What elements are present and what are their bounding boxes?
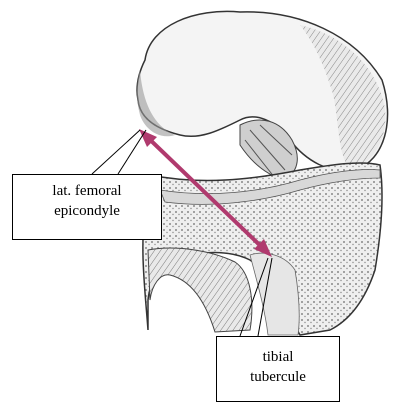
patellar-tendon [250,253,299,335]
tibial-tubercule-label: tibial tubercule [216,336,340,402]
lateral-femoral-epicondyle-label: lat. femoral epicondyle [12,174,162,240]
femoral-pointer [92,130,146,174]
tibial-label-line-2: tubercule [217,367,339,387]
femoral-label-line-2: epicondyle [13,201,161,221]
tibial-label-line-1: tibial [217,347,339,367]
fibula-head [148,248,252,332]
femoral-label-line-1: lat. femoral [13,181,161,201]
